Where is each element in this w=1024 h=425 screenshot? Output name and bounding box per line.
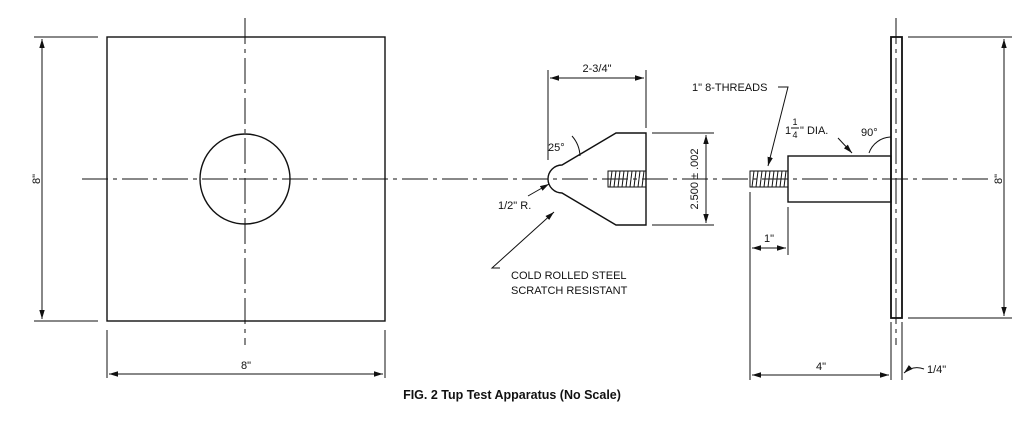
holder-thread-leader (767, 86, 789, 167)
svg-text:1: 1 (785, 125, 791, 137)
holder-dia-label: 1 1 4 " DIA. (785, 117, 828, 140)
tup-material-leader (490, 211, 555, 269)
svg-text:" DIA.: " DIA. (800, 125, 828, 137)
tup-thread (607, 170, 647, 188)
holder-height-label: 8" (993, 174, 1005, 184)
holder-dia-leader (837, 137, 853, 154)
plate-height-label: 8" (31, 174, 43, 184)
tup-material-line1: COLD ROLLED STEEL (511, 270, 627, 282)
tup-diameter-label: 2.500 ± .002 (689, 148, 701, 209)
plate-width-label: 8" (241, 360, 251, 372)
tup-view: 2-3/4" 25° 1/2" R. 2.500 ± .002 COLD ROL… (490, 63, 714, 297)
holder-angle-arc (868, 136, 892, 154)
tup-length-label: 2-3/4" (583, 63, 612, 75)
svg-text:1: 1 (792, 117, 797, 127)
holder-view: 1" 8-THREADS 1 1 4 " DIA. 90° 8" 1" 4" 1… (692, 18, 1012, 380)
holder-thread-label: 1" 8-THREADS (692, 82, 767, 94)
holder-thickness-leader (903, 365, 925, 374)
plate-view: 8" 8" (31, 18, 386, 378)
tup-radius-leader (527, 183, 550, 197)
tup-body (547, 132, 647, 226)
holder-angle-label: 90° (861, 127, 878, 139)
tup-angle-arc (571, 135, 581, 157)
holder-thread-length-label: 1" (764, 233, 774, 245)
tup-angle-label: 25° (548, 142, 565, 154)
figure-caption: FIG. 2 Tup Test Apparatus (No Scale) (403, 388, 621, 402)
holder-thickness-label: 1/4" (927, 364, 946, 376)
tup-material-line2: SCRATCH RESISTANT (511, 285, 628, 297)
tup-radius-label: 1/2" R. (498, 200, 531, 212)
holder-length-label: 4" (816, 361, 826, 373)
svg-text:4: 4 (792, 130, 797, 140)
